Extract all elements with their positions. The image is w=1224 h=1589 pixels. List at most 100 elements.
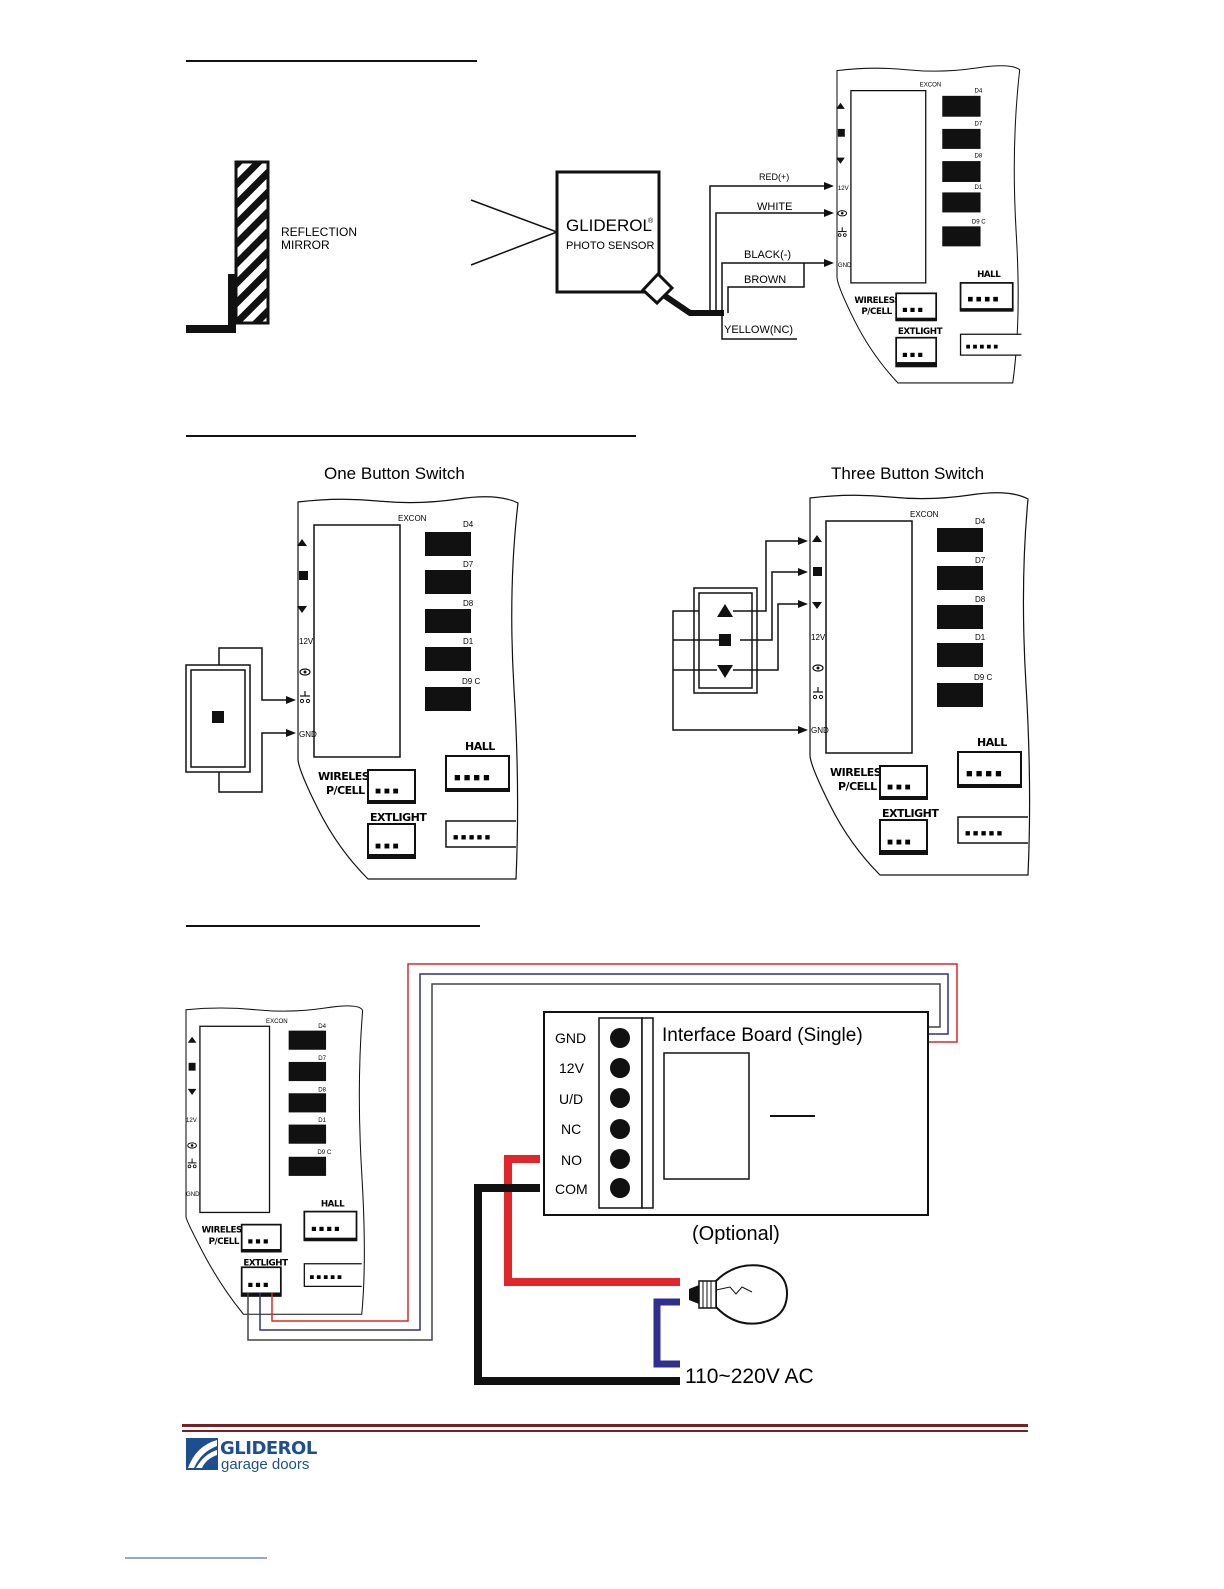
sensor-beam bbox=[470, 199, 560, 266]
svg-text:■ ■ ■: ■ ■ ■ bbox=[248, 1279, 269, 1289]
sensor-registered-mark: ® bbox=[648, 217, 654, 225]
svg-text:■ ■ ■ ■: ■ ■ ■ ■ bbox=[454, 772, 490, 784]
board3-label-excon: EXCON bbox=[910, 510, 939, 519]
control-board-3: EXCON D4 D7 D8 D1 D9 C 12V GND HALL ■ ■ … bbox=[809, 492, 1031, 876]
board3-label-d9: D9 C bbox=[974, 673, 992, 682]
svg-text:■ ■ ■: ■ ■ ■ bbox=[887, 782, 911, 793]
control-board-4: EXCON D4 D7 D8 D1 D9 C 12V GND HALL ■ ■ … bbox=[185, 1005, 365, 1315]
three-button-switch bbox=[672, 537, 808, 734]
one-button-title: One Button Switch bbox=[324, 464, 465, 483]
reflection-mirror bbox=[186, 160, 270, 333]
ac-voltage-label: 110~220V AC bbox=[685, 1365, 814, 1388]
svg-text:■ ■ ■: ■ ■ ■ bbox=[902, 350, 923, 360]
board2-label-extlight: EXTLIGHT bbox=[370, 811, 427, 824]
board1-label-d9: D9 C bbox=[972, 219, 986, 226]
svg-text:■ ■ ■ ■ ■: ■ ■ ■ ■ ■ bbox=[453, 832, 490, 842]
board1-label-excon: EXCON bbox=[920, 81, 942, 88]
interface-board bbox=[543, 1011, 929, 1216]
board2-label-d1: D1 bbox=[463, 637, 474, 646]
board3-label-d4: D4 bbox=[975, 517, 986, 526]
svg-text:■ ■ ■ ■: ■ ■ ■ ■ bbox=[966, 768, 1002, 780]
board4-label-d9: D9 C bbox=[317, 1149, 331, 1156]
terminal-no: NO bbox=[561, 1152, 582, 1168]
svg-text:■ ■ ■: ■ ■ ■ bbox=[887, 837, 911, 848]
three-button-title: Three Button Switch bbox=[831, 464, 984, 483]
board4-label-excon: EXCON bbox=[266, 1018, 288, 1025]
control-board-2: EXCON D4 D7 D8 D1 D9 C 12V GND HALL ■ ■ … bbox=[297, 496, 519, 880]
board3-label-hall: HALL bbox=[977, 736, 1007, 749]
board4-label-d1: D1 bbox=[318, 1117, 326, 1124]
board2-label-d7: D7 bbox=[463, 560, 474, 569]
light-bulb-icon bbox=[689, 1264, 789, 1325]
board2-label-excon: EXCON bbox=[398, 514, 427, 523]
wire-label-yellow: YELLOW(NC) bbox=[724, 324, 793, 336]
board1-label-12v: 12V bbox=[838, 185, 850, 192]
board1-label-d4: D4 bbox=[974, 87, 982, 94]
board2-label-d8: D8 bbox=[463, 599, 474, 608]
board1-label-d1: D1 bbox=[974, 184, 982, 191]
board2-label-pcell: P/CELL bbox=[326, 784, 365, 797]
wire-label-brown: BROWN bbox=[744, 274, 786, 286]
board3-label-gnd: GND bbox=[811, 726, 829, 735]
wire-label-red: RED(+) bbox=[759, 172, 789, 182]
wire-label-white: WHITE bbox=[757, 201, 792, 213]
svg-text:■ ■ ■: ■ ■ ■ bbox=[375, 841, 399, 852]
board4-label-gnd: GND bbox=[186, 1191, 200, 1198]
board2-label-wireless: WIRELESS bbox=[318, 770, 377, 783]
board4-label-d4: D4 bbox=[318, 1023, 326, 1030]
sensor-wires bbox=[709, 185, 832, 340]
photo-sensor bbox=[555, 170, 724, 316]
svg-text:■ ■ ■ ■: ■ ■ ■ ■ bbox=[968, 294, 999, 305]
board3-label-wireless: WIRELESS bbox=[830, 766, 889, 779]
svg-text:■ ■ ■ ■ ■: ■ ■ ■ ■ ■ bbox=[310, 1272, 343, 1281]
svg-text:■ ■ ■ ■ ■: ■ ■ ■ ■ ■ bbox=[966, 342, 999, 351]
board1-label-gnd: GND bbox=[838, 262, 852, 269]
mirror-label-line2: MIRROR bbox=[281, 238, 330, 252]
board1-label-d7: D7 bbox=[974, 120, 982, 127]
board2-label-hall: HALL bbox=[465, 740, 495, 753]
svg-text:■ ■ ■ ■: ■ ■ ■ ■ bbox=[311, 1224, 339, 1234]
board3-label-12v: 12V bbox=[811, 633, 826, 642]
terminal-12v: 12V bbox=[559, 1060, 585, 1076]
terminal-gnd: GND bbox=[555, 1030, 586, 1046]
board3-label-extlight: EXTLIGHT bbox=[882, 807, 939, 820]
board2-label-d9: D9 C bbox=[462, 677, 480, 686]
board4-label-d8: D8 bbox=[318, 1087, 326, 1094]
board4-label-12v: 12V bbox=[186, 1117, 198, 1124]
board4-label-d7: D7 bbox=[318, 1055, 326, 1062]
interface-cable bbox=[247, 963, 958, 1341]
sensor-wire-arrows bbox=[824, 182, 834, 267]
board1-label-d8: D8 bbox=[974, 153, 982, 160]
board1-label-extlight: EXTLIGHT bbox=[898, 327, 943, 337]
sensor-brand: GLIDEROL bbox=[566, 216, 652, 235]
svg-text:■ ■ ■: ■ ■ ■ bbox=[248, 1236, 269, 1246]
board3-label-d7: D7 bbox=[975, 556, 986, 565]
terminal-ud: U/D bbox=[559, 1091, 583, 1107]
sensor-label: PHOTO SENSOR bbox=[566, 240, 654, 252]
mirror-label-line1: REFLECTION bbox=[281, 225, 357, 239]
terminal-nc: NC bbox=[561, 1121, 581, 1137]
optional-label: (Optional) bbox=[692, 1223, 780, 1245]
one-button-switch bbox=[185, 647, 296, 793]
wire-label-black: BLACK(-) bbox=[744, 249, 791, 261]
load-wiring bbox=[474, 1155, 680, 1385]
logo-word: GLIDEROL bbox=[220, 1438, 317, 1459]
svg-text:■ ■ ■ ■ ■: ■ ■ ■ ■ ■ bbox=[965, 828, 1002, 838]
control-board-1: EXCON D4 D7 D8 D1 D9 C 12V GND HALL ■ ■ … bbox=[836, 65, 1022, 384]
board1-label-wireless: WIRELESS bbox=[854, 296, 900, 306]
board1-label-hall: HALL bbox=[977, 270, 1001, 280]
gliderol-logo-icon bbox=[186, 1438, 218, 1470]
terminal-com: COM bbox=[555, 1181, 588, 1197]
board1-label-pcell: P/CELL bbox=[861, 307, 892, 317]
board4-label-extlight: EXTLIGHT bbox=[243, 1259, 288, 1269]
board4-label-pcell: P/CELL bbox=[209, 1237, 240, 1247]
svg-text:■ ■ ■: ■ ■ ■ bbox=[375, 786, 399, 797]
board2-label-12v: 12V bbox=[299, 637, 314, 646]
board3-label-d8: D8 bbox=[975, 595, 986, 604]
board3-label-d1: D1 bbox=[975, 633, 986, 642]
board4-label-hall: HALL bbox=[321, 1199, 345, 1209]
svg-text:■ ■ ■: ■ ■ ■ bbox=[902, 304, 923, 314]
board3-label-pcell: P/CELL bbox=[838, 780, 877, 793]
